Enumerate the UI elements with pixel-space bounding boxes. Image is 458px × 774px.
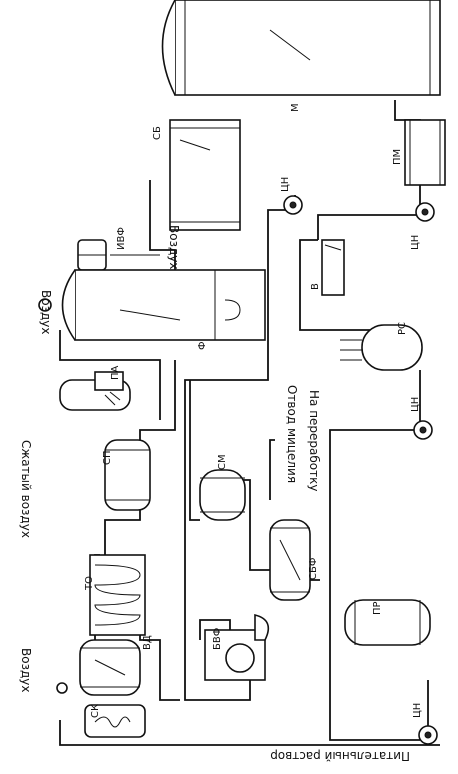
vessel-sb: СБ (152, 119, 241, 231)
pump-cn-4: ЦН (412, 703, 438, 745)
label-f: Ф (197, 341, 208, 350)
vessel-pa: ПА (59, 365, 131, 411)
label-m: М (290, 103, 301, 112)
vessel-pr: ПР (344, 599, 431, 646)
label-bvf: БВФ (212, 627, 223, 650)
vessel-vd: ВД (79, 635, 153, 696)
label-v: В (310, 283, 321, 290)
stream-air-2: Воздух (39, 290, 53, 334)
stream-air-1: Воздух (167, 225, 181, 269)
vessel-sm: СМ (199, 454, 246, 521)
heat-exchanger-to: ТО (84, 554, 146, 636)
label-pr: ПР (372, 601, 383, 615)
filter-ivf: ИВФ (77, 227, 127, 271)
tank-m: М (161, 0, 441, 112)
vessel-sbf: СБФ (269, 519, 319, 601)
label-to: ТО (84, 576, 95, 591)
label-cn-2: ЦН (280, 177, 291, 192)
stream-mycelium: Отвод мицелия (285, 385, 299, 483)
label-sbf: СБФ (308, 557, 319, 580)
vessel-sp: СП (102, 439, 151, 511)
label-vd: ВД (142, 635, 153, 650)
fermenter-f: Ф (61, 269, 266, 350)
pump-cn-1: ЦН (410, 202, 435, 250)
pump-cn-2: ЦН (280, 177, 303, 215)
stream-air-3: Воздух (19, 648, 33, 692)
label-cn-4: ЦН (412, 703, 423, 718)
filter-bvf: БВФ (204, 613, 270, 681)
label-pm: ПМ (392, 149, 403, 165)
label-sk: СК (90, 704, 101, 718)
stream-compressed-air: Сжатый воздух (19, 440, 33, 538)
label-rs: РС (397, 322, 408, 335)
label-sb: СБ (152, 126, 163, 140)
vessel-rs: РС (340, 322, 423, 371)
pump-cn-3: ЦН (410, 397, 433, 440)
vessel-pm: ПМ (392, 119, 446, 186)
label-cn-3: ЦН (410, 397, 421, 412)
label-cn-1: ЦН (410, 235, 421, 250)
vessel-v: В (310, 239, 345, 296)
label-ivf: ИВФ (116, 227, 127, 250)
stream-nutrient: Питательный раствор (270, 749, 410, 763)
vessel-sk: СК (84, 704, 146, 738)
stream-processing: На переработку (307, 390, 321, 491)
label-sm: СМ (217, 454, 228, 470)
label-pa: ПА (110, 365, 121, 380)
label-sp: СП (102, 450, 113, 465)
